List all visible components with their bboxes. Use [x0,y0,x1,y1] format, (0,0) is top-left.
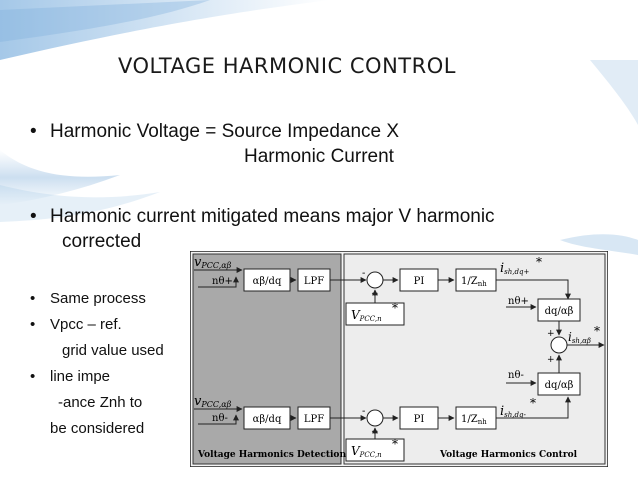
bullet-line-impedance-cont-2: be considered [50,420,145,437]
upper-vref-block [345,302,405,326]
bullet-text: Harmonic Voltage = Source Impedance X [50,121,400,142]
bullet-text: line impe [50,368,111,385]
lower-dqab-block [537,372,581,396]
bullet-line-impedance: • line impe [30,366,110,388]
lower-impedance-label: 1/Znh [461,414,487,426]
detection-caption: Voltage Harmonics Detection [197,450,346,460]
bullet-harmonic-current-cont: corrected [62,231,142,252]
upper-seq-label: nθ+ [212,276,233,287]
lower-seq-label: nθ- [212,413,228,424]
upper-abdq-label: αβ/dq [253,276,282,287]
left-streak [0,150,120,205]
lower-input-v-label: vPCC,αβ [194,394,232,409]
bullet-harmonic-voltage: • Harmonic Voltage = Source Impedance X [30,120,399,144]
bullet-same-process: • Same process [30,288,146,310]
lower-inv-seq-label: nθ- [508,370,524,381]
lower-impedance-block [455,406,497,430]
upper-current-ref-label: ish,dq+ [500,261,529,276]
bullet-dot: • [30,206,37,227]
bullet-text: Vpcc – ref. [50,316,122,333]
bullet-dot: • [30,121,37,142]
lower-minus-sign: - [362,406,365,417]
bullet-vpcc-cont: grid value used [62,342,164,359]
upper-inv-seq-label: nθ+ [508,296,529,307]
bullet-vpcc: • Vpcc – ref. [30,314,122,336]
bullet-dot: • [30,290,36,307]
lower-current-star: * [530,396,536,410]
upper-minus-sign: - [362,268,365,279]
bullet-text: Harmonic current mitigated means major V… [50,206,495,227]
lower-summing-junction [366,409,384,427]
output-plus-bottom: + [547,355,555,365]
bullet-line-impedance-cont: -ance Znh to [58,394,143,411]
slide-title: VOLTAGE HARMONIC CONTROL [118,54,456,78]
top-swoosh [0,0,330,60]
bullet-dot: • [30,316,36,333]
output-current-star: * [594,324,600,338]
upper-pi-label: PI [414,276,425,287]
bullet-dot: • [30,368,36,385]
output-summing-junction [550,336,568,354]
lower-lpf-label: LPF [304,414,324,425]
upper-summing-junction [366,271,384,289]
lower-pi-label: PI [414,414,425,425]
upper-input-v-label: vPCC,αβ [194,255,232,270]
upper-current-star: * [536,255,542,269]
upper-lpf-label: LPF [304,276,324,287]
lower-dqab-label: dq/αβ [545,380,574,391]
lower-abdq-label: αβ/dq [253,414,282,425]
upper-vref-label: VPCC,n [351,308,382,323]
output-plus-top: + [547,329,555,339]
right-streak-2 [560,234,638,255]
right-streak [590,60,638,125]
upper-impedance-label: 1/Znh [461,276,487,288]
upper-dqab-label: dq/αβ [545,306,574,317]
lower-vref-label: VPCC,n [351,444,382,459]
bullet-text: Same process [50,290,146,307]
control-diagram-svg: vPCC,αβ nθ+ αβ/dq LPF - + VPCC,n * PI 1/… [189,250,609,468]
lower-vref-block [345,438,405,462]
lower-vref-star: * [392,437,398,451]
upper-vref-star: * [392,301,398,315]
top-swoosh-2 [0,0,210,42]
control-diagram: vPCC,αβ nθ+ αβ/dq LPF - + VPCC,n * PI 1/… [189,250,609,468]
output-current-label: ish,αβ [568,330,591,345]
bullet-harmonic-voltage-cont: Harmonic Current [244,146,394,167]
control-caption: Voltage Harmonics Control [439,450,578,460]
bullet-harmonic-current: • Harmonic current mitigated means major … [30,205,495,229]
lower-current-ref-label: ish,dq- [500,404,526,419]
left-streak-2 [0,185,160,222]
